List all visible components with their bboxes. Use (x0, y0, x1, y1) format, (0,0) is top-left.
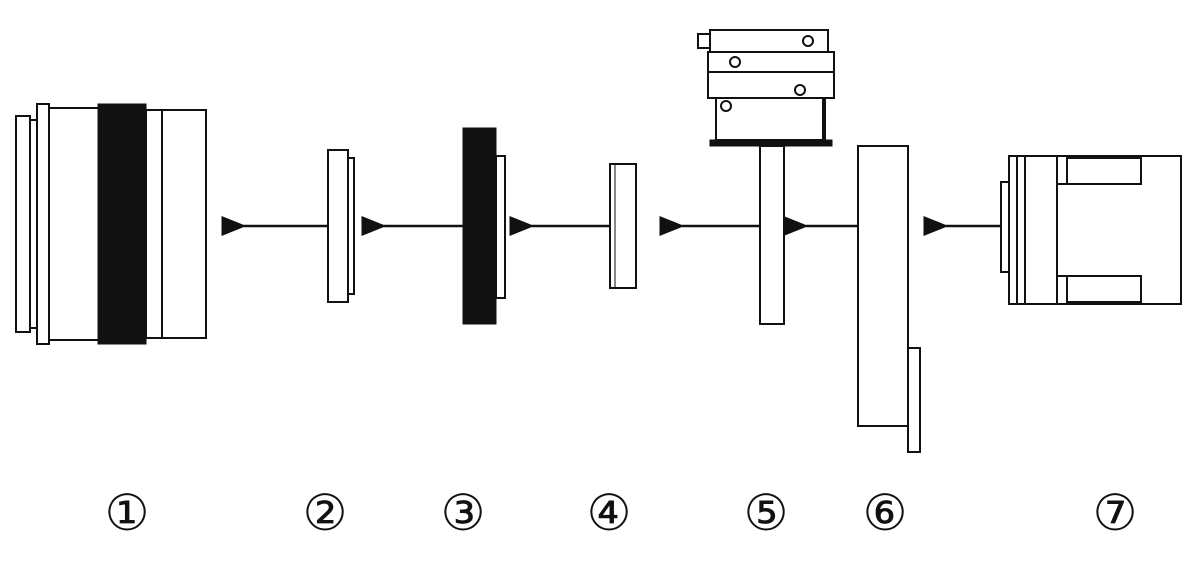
part-2-adapter-ring (327, 149, 355, 303)
label-1: ① (105, 484, 150, 542)
label-3: ③ (441, 484, 486, 542)
part-5-clamp-mount (697, 29, 835, 325)
label-2: ② (303, 484, 348, 542)
label-4: ④ (587, 484, 632, 542)
label-5: ⑤ (744, 484, 789, 542)
part-7-camera (1000, 155, 1182, 305)
label-7: ⑦ (1093, 484, 1138, 542)
label-6: ⑥ (863, 484, 908, 542)
part-1-lens (15, 103, 207, 345)
part-labels: ① ② ③ ④ ⑤ ⑥ ⑦ (105, 484, 1138, 542)
part-6-plate (857, 145, 921, 453)
part-3-dark-adapter (462, 127, 506, 325)
part-4-small-ring (609, 163, 637, 289)
